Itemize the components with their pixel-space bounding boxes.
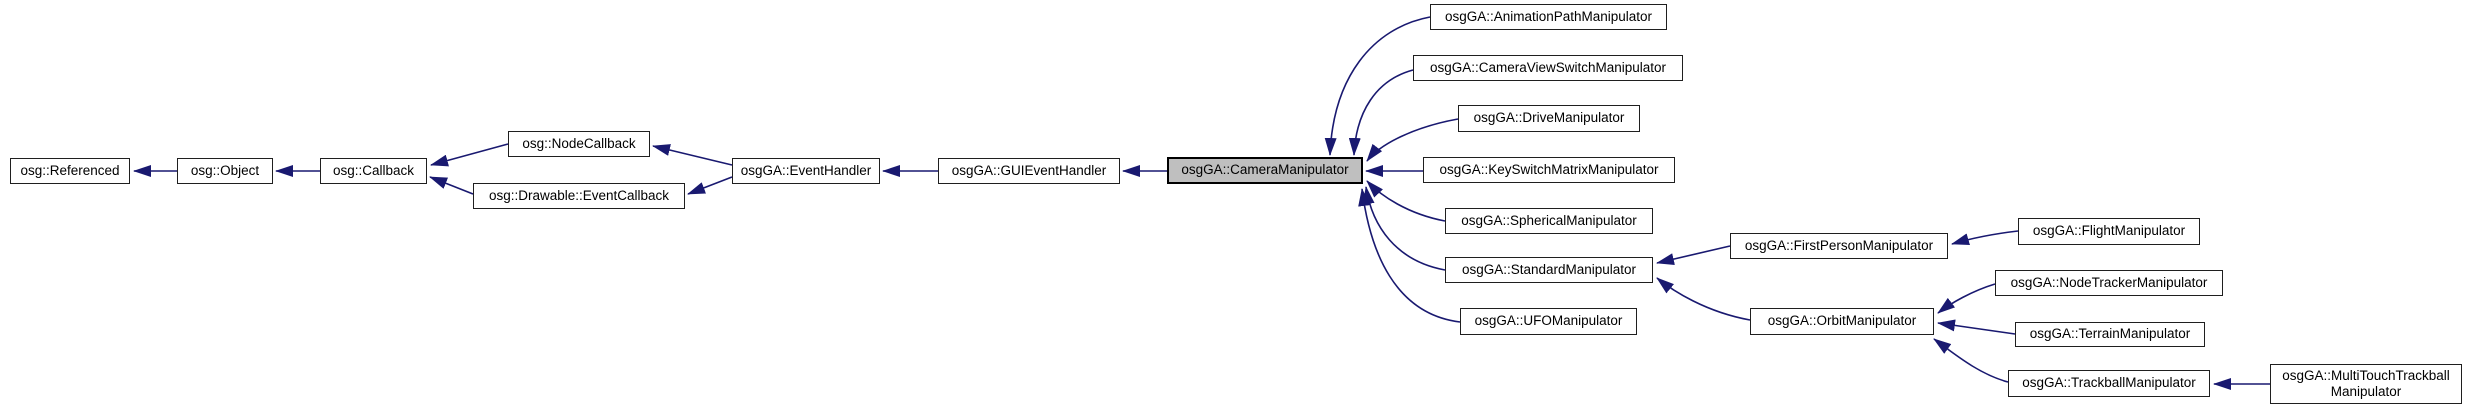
- edge-drawableeventcallback-to-callback: [429, 176, 474, 195]
- class-node-osgga-eventhandler[interactable]: osgGA::EventHandler: [732, 158, 880, 184]
- class-node-osgga-multitouchtrackballmanipulator[interactable]: osgGA::MultiTouchTrackball Manipulator: [2270, 364, 2462, 404]
- class-node-osg-nodecallback[interactable]: osg::NodeCallback: [508, 131, 650, 157]
- edge-eventhandler-to-nodecallback: [652, 144, 733, 166]
- class-node-osg-object[interactable]: osg::Object: [177, 158, 273, 184]
- class-node-osgga-cameramanipulator: osgGA::CameraManipulator: [1167, 157, 1363, 184]
- edge-standard-to-cameramanipulator: [1362, 186, 1446, 271]
- class-node-osg-callback[interactable]: osg::Callback: [320, 158, 427, 184]
- class-node-osgga-standardmanipulator[interactable]: osgGA::StandardManipulator: [1445, 257, 1653, 283]
- edge-orbit-to-standard: [1656, 277, 1751, 321]
- class-node-osgga-terrainmanipulator[interactable]: osgGA::TerrainManipulator: [2015, 322, 2205, 347]
- class-node-osgga-nodetrackermanipulator[interactable]: osgGA::NodeTrackerManipulator: [1995, 270, 2223, 296]
- class-node-osgga-cameraviewswitchmanipulator[interactable]: osgGA::CameraViewSwitchManipulator: [1413, 55, 1683, 81]
- edge-eventhandler-to-drawableeventcallback: [687, 176, 733, 195]
- class-node-osgga-keyswitchmatrixmanipulator[interactable]: osgGA::KeySwitchMatrixManipulator: [1423, 157, 1675, 183]
- class-node-osgga-orbitmanipulator[interactable]: osgGA::OrbitManipulator: [1750, 308, 1934, 335]
- class-node-osgga-ufomanipulator[interactable]: osgGA::UFOManipulator: [1460, 308, 1637, 335]
- class-node-osg-referenced[interactable]: osg::Referenced: [10, 158, 130, 184]
- edge-spherical-to-cameramanipulator: [1366, 180, 1446, 222]
- edge-firstperson-to-standard: [1656, 245, 1731, 265]
- edge-terrain-to-orbit: [1937, 319, 2016, 335]
- class-node-osgga-sphericalmanipulator[interactable]: osgGA::SphericalManipulator: [1445, 208, 1653, 234]
- class-node-osgga-firstpersonmanipulator[interactable]: osgGA::FirstPersonManipulator: [1730, 233, 1948, 259]
- edge-animationpath-to-cameramanipulator: [1324, 16, 1431, 156]
- edge-drive-to-cameramanipulator: [1366, 118, 1459, 162]
- class-node-osgga-trackballmanipulator[interactable]: osgGA::TrackballManipulator: [2008, 370, 2210, 397]
- class-node-osgga-drivemanipulator[interactable]: osgGA::DriveManipulator: [1458, 105, 1640, 132]
- edge-trackball-to-orbit: [1933, 338, 2009, 383]
- class-node-osgga-guieventhandler[interactable]: osgGA::GUIEventHandler: [938, 158, 1120, 184]
- class-node-osgga-flightmanipulator[interactable]: osgGA::FlightManipulator: [2018, 218, 2200, 245]
- edge-ufo-to-cameramanipulator: [1358, 188, 1461, 323]
- edge-nodetracker-to-orbit: [1937, 283, 1996, 314]
- class-node-osgga-animationpathmanipulator[interactable]: osgGA::AnimationPathManipulator: [1430, 4, 1667, 30]
- edge-nodecallback-to-callback: [430, 143, 509, 167]
- edge-flight-to-firstperson: [1951, 230, 2019, 245]
- edge-cameraviewswitch-to-cameramanipulator: [1348, 69, 1414, 156]
- class-node-osg-drawable-eventcallback[interactable]: osg::Drawable::EventCallback: [473, 183, 685, 209]
